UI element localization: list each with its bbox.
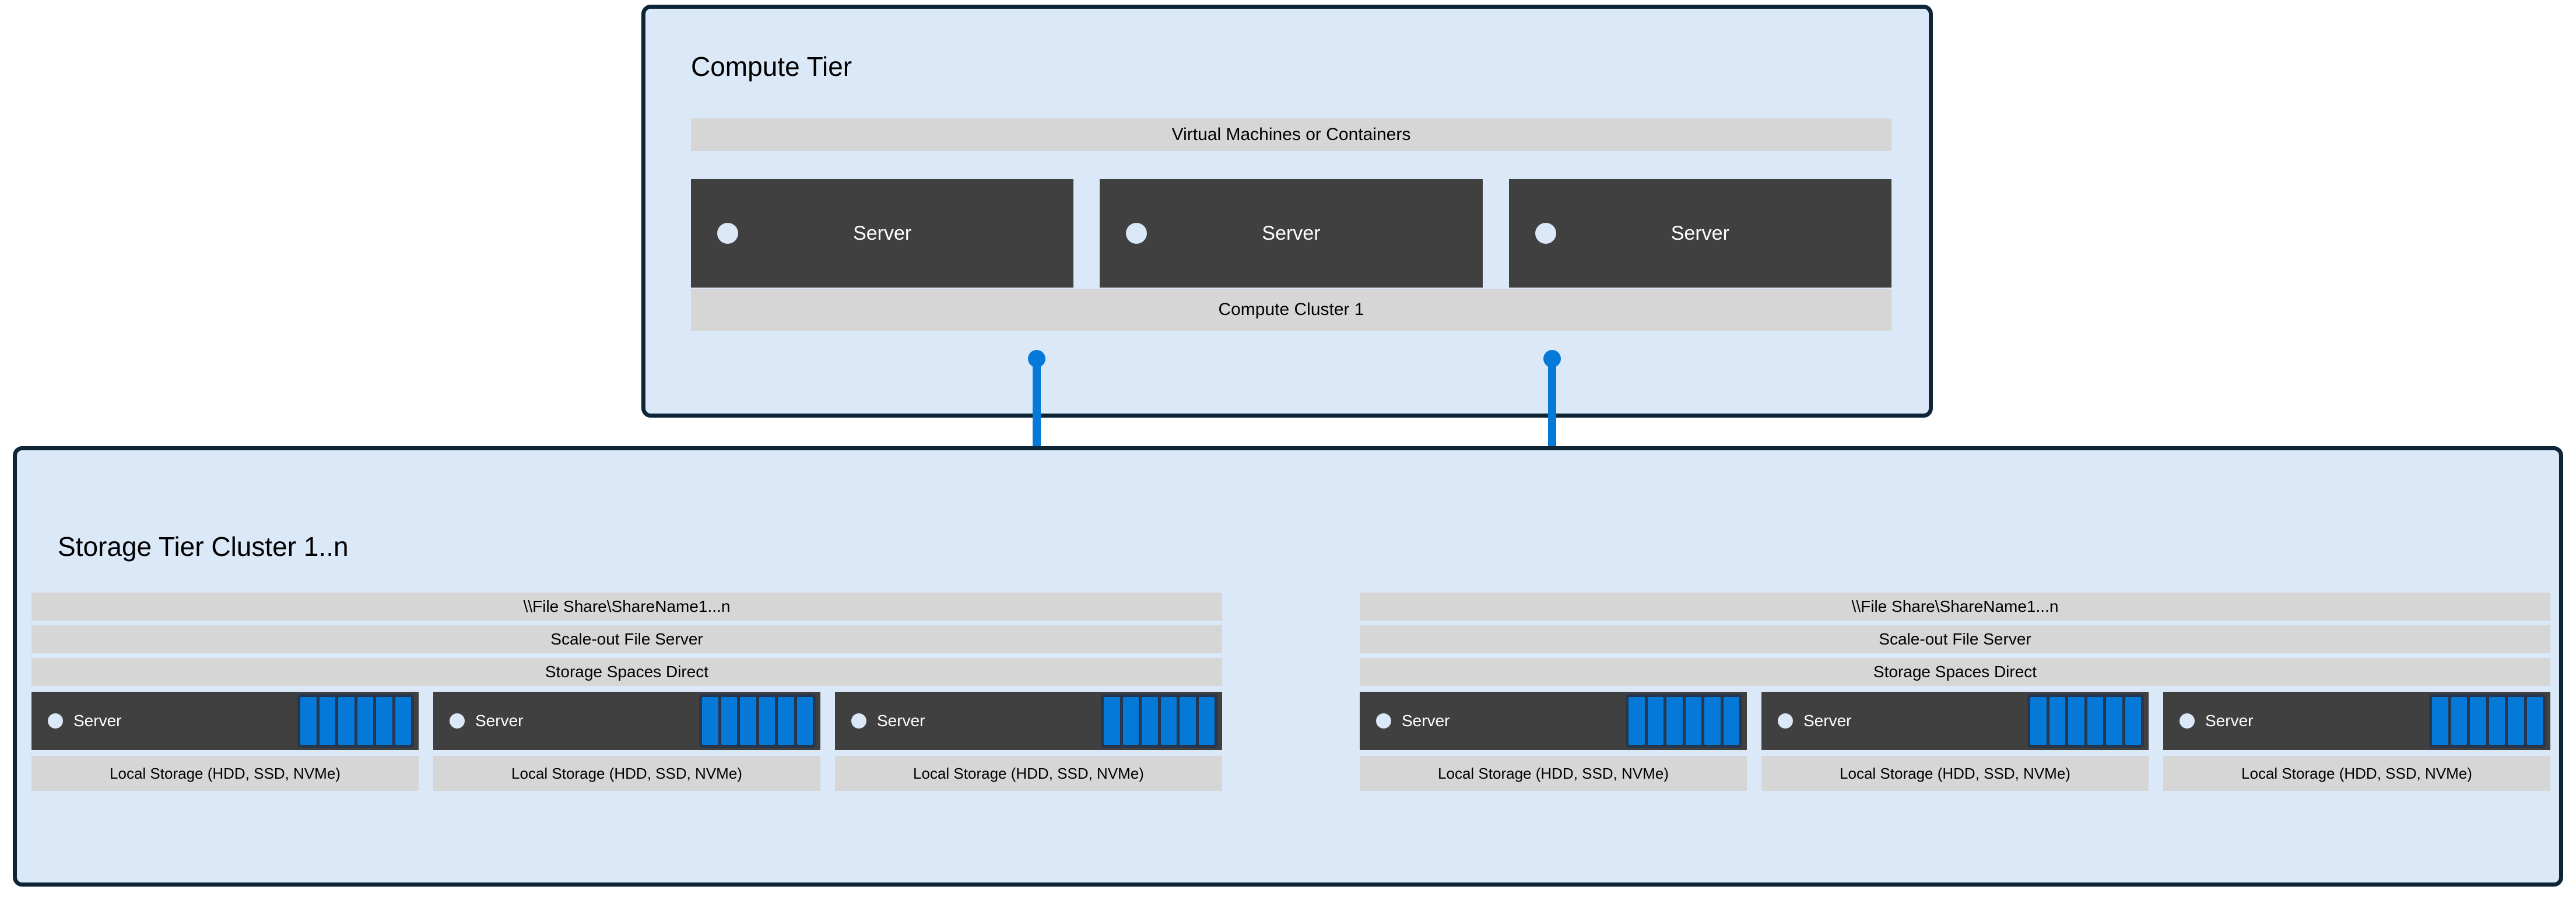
compute-cluster-bar: Compute Cluster 1: [691, 289, 1891, 331]
file-share-bar: \\File Share\ShareName1...n: [31, 593, 1222, 621]
status-led-icon: [717, 223, 738, 244]
scale-out-file-server-bar: Scale-out File Server: [1360, 625, 2550, 653]
disk-array-icon: [1626, 694, 1742, 748]
virtual-machines-bar: Virtual Machines or Containers: [691, 118, 1891, 151]
status-led-icon: [1778, 713, 1793, 729]
compute-server-label: Server: [1670, 222, 1729, 244]
storage-server-label: Server: [475, 712, 524, 730]
status-led-icon: [450, 713, 465, 729]
storage-tier-title: Storage Tier Cluster 1..n: [58, 531, 349, 562]
storage-node[interactable]: Server Local Storage (HDD, SSD, NVMe): [1761, 692, 2149, 791]
local-storage-label: Local Storage (HDD, SSD, NVMe): [835, 756, 1222, 791]
compute-server-label: Server: [1262, 222, 1321, 244]
storage-node[interactable]: Server Local Storage (HDD, SSD, NVMe): [1360, 692, 1747, 791]
scale-out-file-server-bar: Scale-out File Server: [31, 625, 1222, 653]
status-led-icon: [1535, 223, 1556, 244]
disk-array-icon: [2429, 694, 2546, 748]
storage-server-row: Server Local Storage (HDD, SSD, NVMe) Se…: [31, 692, 1222, 791]
connector-endpoint-dot-icon: [1543, 350, 1561, 367]
status-led-icon: [2180, 713, 2195, 729]
disk-array-icon: [699, 694, 816, 748]
storage-server-box[interactable]: Server: [1360, 692, 1747, 750]
storage-server-box[interactable]: Server: [835, 692, 1222, 750]
local-storage-label: Local Storage (HDD, SSD, NVMe): [1761, 756, 2149, 791]
local-storage-label: Local Storage (HDD, SSD, NVMe): [31, 756, 419, 791]
storage-spaces-direct-bar: Storage Spaces Direct: [1360, 658, 2550, 686]
storage-server-box[interactable]: Server: [433, 692, 820, 750]
status-led-icon: [48, 713, 63, 729]
local-storage-label: Local Storage (HDD, SSD, NVMe): [433, 756, 820, 791]
compute-server-node[interactable]: Server: [691, 179, 1074, 288]
connector-endpoint-dot-icon: [1028, 350, 1045, 367]
storage-server-box[interactable]: Server: [2163, 692, 2550, 750]
storage-server-label: Server: [73, 712, 122, 730]
status-led-icon: [1126, 223, 1147, 244]
storage-node[interactable]: Server Local Storage (HDD, SSD, NVMe): [835, 692, 1222, 791]
compute-tier-panel: Compute Tier Virtual Machines or Contain…: [641, 5, 1933, 418]
compute-server-node[interactable]: Server: [1100, 179, 1483, 288]
storage-spaces-direct-bar: Storage Spaces Direct: [31, 658, 1222, 686]
storage-cluster: \\File Share\ShareName1...n Scale-out Fi…: [1360, 593, 2550, 791]
disk-array-icon: [297, 694, 414, 748]
compute-server-row: Server Server Server: [691, 179, 1891, 288]
storage-cluster: \\File Share\ShareName1...n Scale-out Fi…: [31, 593, 1222, 791]
storage-server-label: Server: [1803, 712, 1852, 730]
status-led-icon: [1376, 713, 1391, 729]
compute-server-label: Server: [853, 222, 912, 244]
storage-server-label: Server: [1402, 712, 1450, 730]
local-storage-label: Local Storage (HDD, SSD, NVMe): [2163, 756, 2550, 791]
file-share-bar: \\File Share\ShareName1...n: [1360, 593, 2550, 621]
storage-node[interactable]: Server Local Storage (HDD, SSD, NVMe): [433, 692, 820, 791]
disk-array-icon: [1101, 694, 1217, 748]
storage-server-box[interactable]: Server: [1761, 692, 2149, 750]
compute-tier-title: Compute Tier: [691, 51, 852, 82]
compute-server-node[interactable]: Server: [1508, 179, 1891, 288]
storage-server-box[interactable]: Server: [31, 692, 419, 750]
local-storage-label: Local Storage (HDD, SSD, NVMe): [1360, 756, 1747, 791]
storage-server-row: Server Local Storage (HDD, SSD, NVMe) Se…: [1360, 692, 2550, 791]
storage-server-label: Server: [2205, 712, 2254, 730]
storage-tier-panel: Storage Tier Cluster 1..n \\File Share\S…: [13, 446, 2563, 887]
storage-server-label: Server: [877, 712, 925, 730]
storage-node[interactable]: Server Local Storage (HDD, SSD, NVMe): [31, 692, 419, 791]
status-led-icon: [851, 713, 866, 729]
disk-array-icon: [2027, 694, 2144, 748]
storage-node[interactable]: Server Local Storage (HDD, SSD, NVMe): [2163, 692, 2550, 791]
